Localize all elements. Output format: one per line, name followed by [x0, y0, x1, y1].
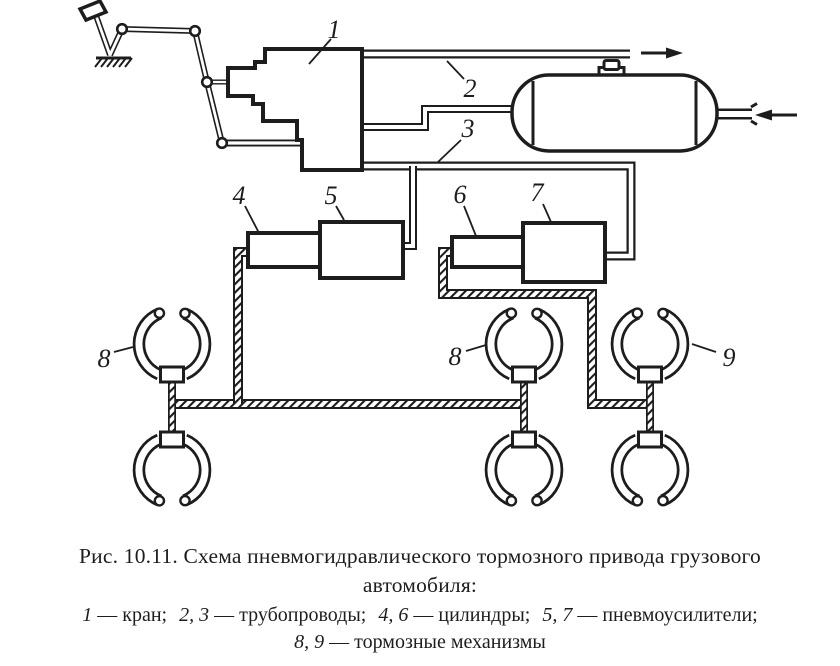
part-label-8-front: 8 [98, 344, 111, 373]
hydraulic-feed-from-cylinder-6 [438, 247, 650, 409]
reservoir-to-valve-pipe [362, 105, 516, 131]
brake-valve-1 [226, 47, 364, 172]
brake-mechanism-middle-lower [491, 432, 557, 505]
pneumatic-booster-5 [318, 220, 405, 280]
figure-legend: 1 — кран; 2, 3 — трубопроводы; 4, 6 — ци… [82, 604, 758, 653]
joint-pin [188, 24, 202, 38]
caption-line-2: автомобиля: [362, 573, 478, 597]
joint-pin [115, 22, 129, 36]
pedal-pad [77, 0, 109, 23]
part-label-2: 2 [464, 74, 477, 103]
caption-line-1: Рис. 10.11. Схема пневмогидравлического … [79, 544, 761, 568]
brake-mechanism-front-left [139, 309, 205, 382]
joint-pin [200, 75, 214, 89]
hydraulic-feed-from-cylinder-4 [233, 247, 250, 404]
pipeline-3 [362, 161, 636, 261]
ground-symbol [94, 56, 133, 68]
diagram-canvas: 1 2 3 4 5 6 7 8 8 9 [77, 0, 797, 540]
part-label-6: 6 [454, 180, 467, 209]
brake-mechanism-front-left-lower [139, 432, 205, 505]
joint-pin [215, 136, 229, 150]
brake-mechanism-middle [491, 309, 557, 382]
label-leaders [113, 38, 717, 353]
part-label-7: 7 [531, 178, 545, 207]
brake-mechanism-rear [617, 309, 683, 382]
part-label-8-middle: 8 [449, 342, 462, 371]
brake-pedal-linkage [77, 0, 301, 150]
axle-brake-pipes [168, 380, 654, 432]
reservoir-inlet-pipe [714, 102, 758, 126]
figure-caption: Рис. 10.11. Схема пневмогидравлического … [0, 542, 840, 600]
caption-block: Рис. 10.11. Схема пневмогидравлического … [0, 542, 840, 656]
air-flow-out-arrow-icon [641, 47, 683, 59]
pneumatic-booster-7 [521, 221, 607, 284]
part-label-4: 4 [233, 181, 246, 210]
cylinder-6 [450, 235, 525, 269]
air-inlet-arrow-icon [755, 109, 797, 121]
part-label-3: 3 [461, 114, 475, 143]
cylinder-4 [246, 231, 322, 269]
brake-mechanism-rear-lower [617, 432, 683, 505]
part-label-9: 9 [723, 343, 736, 372]
part-label-1: 1 [328, 15, 341, 44]
part-label-5: 5 [325, 181, 338, 210]
air-reservoir [510, 59, 719, 153]
